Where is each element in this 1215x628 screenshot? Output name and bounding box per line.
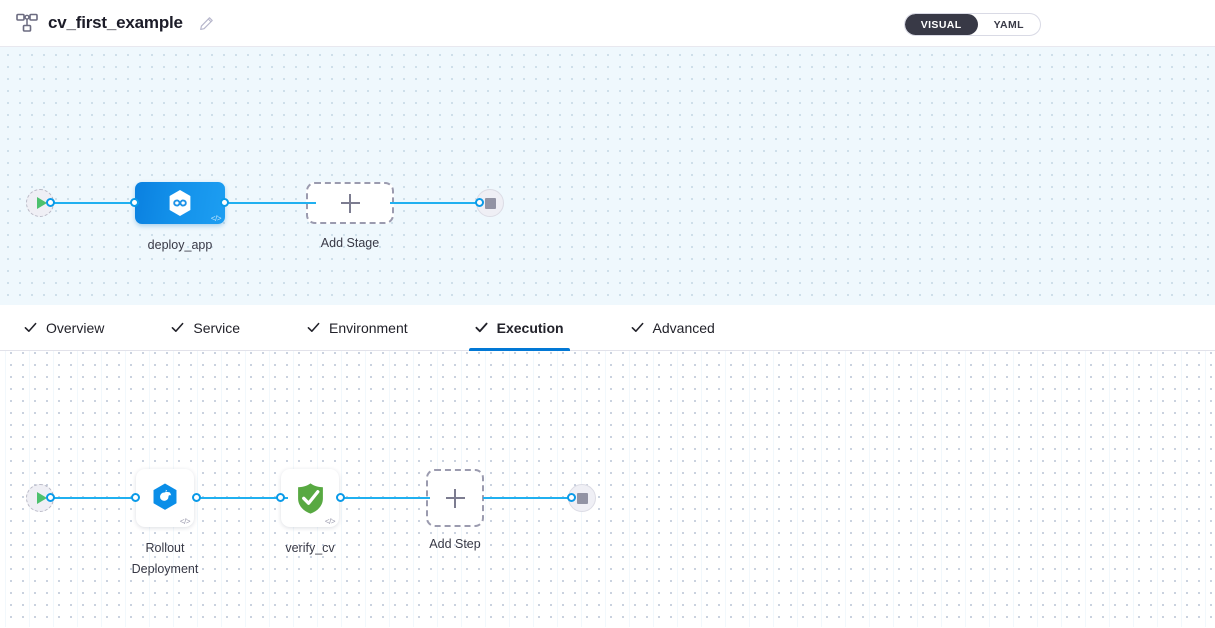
rollout-input-port[interactable]	[131, 493, 140, 502]
code-badge-icon: </>	[210, 214, 222, 223]
stage-node-deploy-app[interactable]: </>	[135, 182, 225, 224]
tab-label: Service	[193, 319, 241, 336]
step-start-output-port[interactable]	[46, 493, 55, 502]
tab-advanced[interactable]: Advanced	[625, 305, 721, 350]
add-step-label: Add Step	[429, 537, 481, 551]
add-stage-label: Add Stage	[320, 236, 380, 250]
stop-icon	[576, 492, 588, 504]
check-icon	[24, 321, 37, 334]
verify-input-port[interactable]	[276, 493, 285, 502]
execution-steps-canvas[interactable]: </> Rollout Deployment </> verify_cv Add…	[0, 351, 1215, 627]
tab-overview[interactable]: Overview	[18, 305, 110, 350]
stage-config-tabs[interactable]: Overview Service Environment Execution A…	[0, 305, 1215, 351]
tab-environment[interactable]: Environment	[301, 305, 414, 350]
check-icon	[307, 321, 320, 334]
green-shield-check-icon	[295, 482, 326, 515]
view-mode-toggle[interactable]: VISUAL YAML	[903, 13, 1041, 36]
check-icon	[475, 321, 488, 334]
play-icon	[36, 492, 47, 504]
page-title: cv_first_example	[48, 13, 183, 32]
toggle-option-yaml[interactable]: YAML	[993, 18, 1024, 31]
edge-add-stage-to-end	[390, 202, 482, 204]
stage-card[interactable]: </>	[135, 182, 225, 224]
app-header: cv_first_example VISUAL YAML	[0, 0, 1215, 47]
step-end-input-port[interactable]	[567, 493, 576, 502]
tab-execution[interactable]: Execution	[468, 305, 570, 351]
code-badge-icon: </>	[179, 517, 191, 526]
tab-label: Advanced	[652, 319, 715, 336]
pipeline-icon	[16, 13, 38, 33]
step-label-verify-cv: verify_cv	[285, 541, 335, 555]
header-left-group: cv_first_example	[16, 13, 214, 33]
deploy-app-input-port[interactable]	[130, 198, 139, 207]
step-node-rollout-deployment[interactable]: </>	[136, 469, 194, 527]
stage-canvas[interactable]: </> deploy_app Add Stage	[0, 47, 1215, 305]
step-card[interactable]: </>	[281, 469, 339, 527]
toggle-option-visual[interactable]: VISUAL	[904, 14, 978, 35]
k8s-rollout-icon	[149, 482, 181, 514]
check-icon	[631, 321, 644, 334]
deploy-app-output-port[interactable]	[220, 198, 229, 207]
add-step-button[interactable]	[426, 469, 484, 527]
end-input-port[interactable]	[475, 198, 484, 207]
pencil-icon[interactable]	[199, 16, 214, 31]
tab-label: Environment	[329, 319, 408, 336]
step-node-verify-cv[interactable]: </>	[281, 469, 339, 527]
edge-add-step-to-end	[483, 497, 575, 499]
edge-start-to-rollout	[47, 497, 139, 499]
step-label-rollout-deployment: Rollout Deployment	[131, 541, 199, 576]
add-stage-node[interactable]	[306, 182, 394, 224]
harness-hexagon-icon	[167, 189, 193, 217]
toggle-group[interactable]: VISUAL YAML	[903, 13, 1041, 36]
step-card[interactable]: </>	[136, 469, 194, 527]
plus-icon	[340, 193, 360, 213]
tab-label: Overview	[46, 319, 105, 336]
start-output-port[interactable]	[46, 198, 55, 207]
check-icon	[171, 321, 184, 334]
verify-output-port[interactable]	[336, 493, 345, 502]
code-badge-icon: </>	[324, 517, 336, 526]
add-stage-button[interactable]	[306, 182, 394, 224]
stage-label-deploy-app: deploy_app	[147, 238, 213, 252]
tab-service[interactable]: Service	[165, 305, 246, 350]
plus-icon	[445, 488, 465, 508]
edge-rollout-to-verify	[193, 497, 288, 499]
rollout-output-port[interactable]	[192, 493, 201, 502]
edge-start-to-deploy-app	[47, 202, 139, 204]
tab-label: Execution	[496, 319, 564, 336]
add-step-node[interactable]	[426, 469, 484, 527]
edge-verify-to-add-step	[337, 497, 430, 499]
stop-icon	[484, 197, 496, 209]
play-icon	[36, 197, 47, 209]
edge-deploy-app-to-add-stage	[221, 202, 316, 204]
